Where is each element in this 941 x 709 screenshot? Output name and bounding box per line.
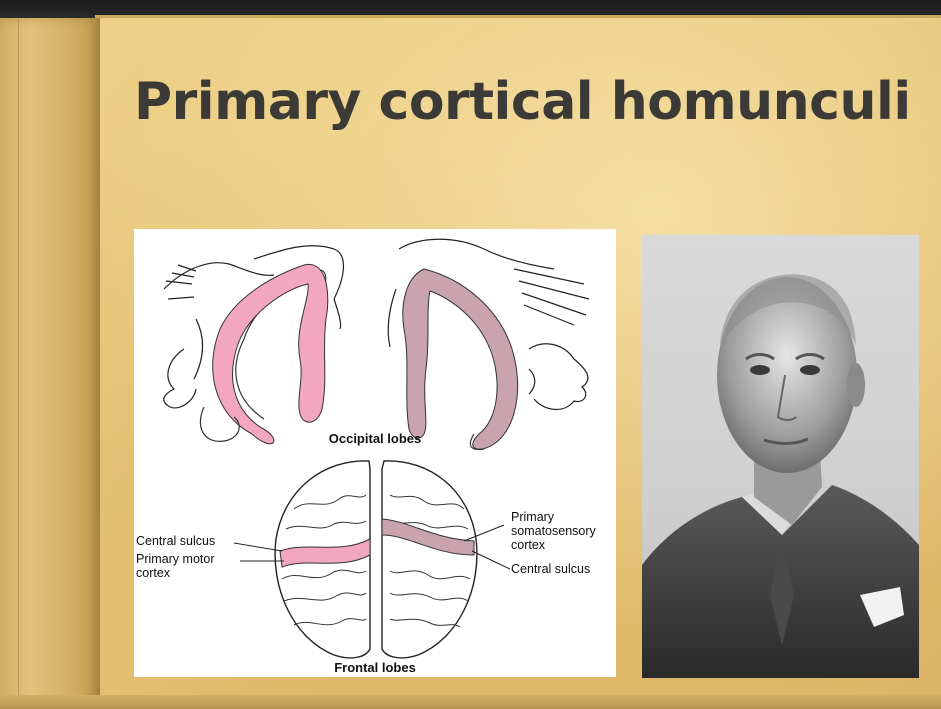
label-primary: Primary	[511, 510, 555, 524]
slide-title: Primary cortical homunculi	[134, 72, 894, 152]
portrait-illustration	[642, 235, 919, 678]
label-primary-motor: Primary motor	[136, 552, 214, 566]
homunculus-diagram: Occipital lobes	[134, 229, 616, 677]
spine-crease	[18, 18, 19, 709]
motor-cortex-section	[200, 264, 327, 443]
label-central-sulcus-right: Central sulcus	[511, 562, 590, 576]
bottom-edge	[0, 695, 941, 709]
sensory-cortex-section	[403, 269, 518, 449]
caption-occipital-lobes: Occipital lobes	[329, 431, 421, 446]
label-motor-cortex: cortex	[136, 566, 171, 580]
label-somatosensory: somatosensory	[511, 524, 597, 538]
book-spine	[0, 18, 100, 709]
top-edge	[0, 0, 941, 18]
label-sensory-cortex: cortex	[511, 538, 546, 552]
portrait-photo	[642, 235, 919, 678]
caption-frontal-lobes: Frontal lobes	[334, 660, 416, 675]
label-central-sulcus-left: Central sulcus	[136, 534, 215, 548]
brain-illustration: Occipital lobes	[134, 229, 616, 677]
top-view-brain	[275, 461, 477, 658]
